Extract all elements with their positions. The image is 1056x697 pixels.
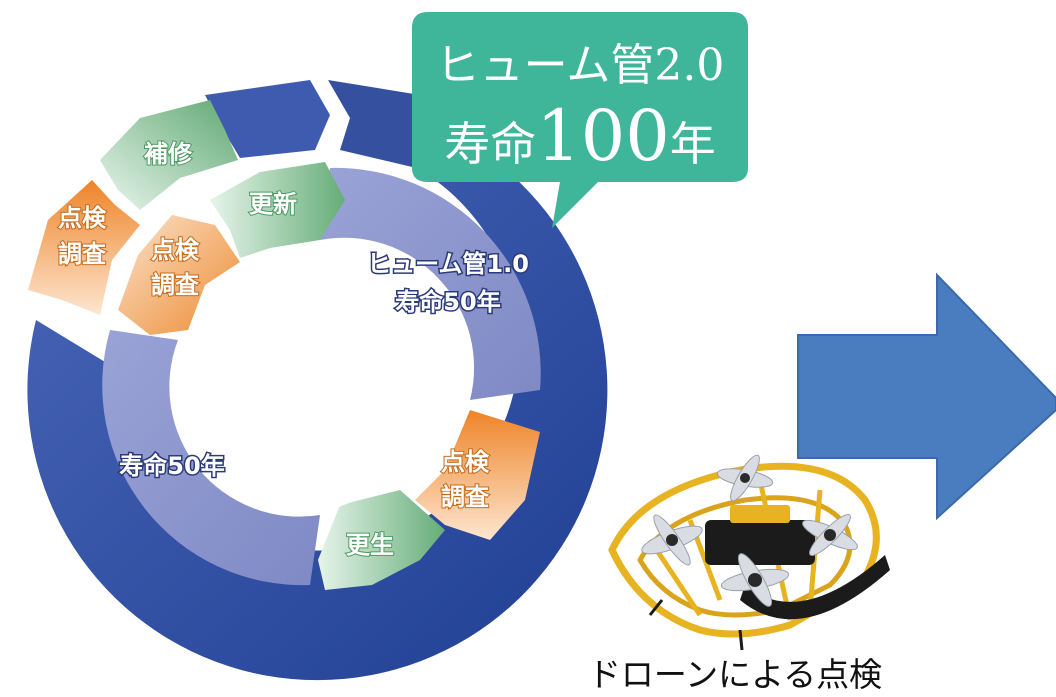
callout-line2-prefix: 寿命 <box>444 117 536 171</box>
inner-chevron-rehab <box>318 490 445 590</box>
callout-line1: ヒューム管2.0 <box>436 40 725 91</box>
callout-line2: 寿命100年 <box>444 95 716 177</box>
inner-inspect-top-line2: 調査 <box>151 271 199 299</box>
callout-bubble: ヒューム管2.0 寿命100年 <box>412 12 748 228</box>
inner-ring-hole <box>193 288 417 512</box>
callout-line2-suffix: 年 <box>670 117 716 171</box>
inner-chevron-renew <box>210 162 345 258</box>
inner-inspect-right-line1: 点検 <box>441 448 490 476</box>
outer-chevron-inspect <box>28 180 140 315</box>
outer-chevron-blue-1 <box>205 80 330 158</box>
drone-image <box>608 454 890 651</box>
big-arrow-right <box>797 272 1056 521</box>
rehab-label: 更生 <box>346 531 394 559</box>
outer-ring-lifespan-band <box>27 150 608 681</box>
ring-title-line2: 寿命50年 <box>395 288 500 316</box>
inner-ring <box>102 162 541 590</box>
outer-inspect-label-line2: 調査 <box>58 240 106 268</box>
outer-chevron-repair <box>100 100 238 210</box>
outer-ring <box>27 80 608 681</box>
inner-chevron-inspect-right <box>415 410 540 540</box>
drone-caption: ドローンによる点検 <box>588 655 882 694</box>
callout-shape <box>412 12 748 228</box>
renew-label: 更新 <box>249 190 297 218</box>
inner-inspect-top-line1: 点検 <box>151 236 200 264</box>
inner-ring-band <box>320 167 541 400</box>
callout-line2-number: 100 <box>536 95 670 177</box>
inner-chevron-inspect-top <box>118 215 240 335</box>
inner-ring-lifespan-band <box>102 330 321 586</box>
inner-inspect-right-line2: 調査 <box>441 483 489 511</box>
outer-inspect-label-line1: 点検 <box>58 204 107 232</box>
repair-label: 補修 <box>143 140 193 168</box>
ring-title-line1: ヒューム管1.0 <box>367 250 529 278</box>
inner-lifespan-label: 寿命50年 <box>119 452 224 480</box>
